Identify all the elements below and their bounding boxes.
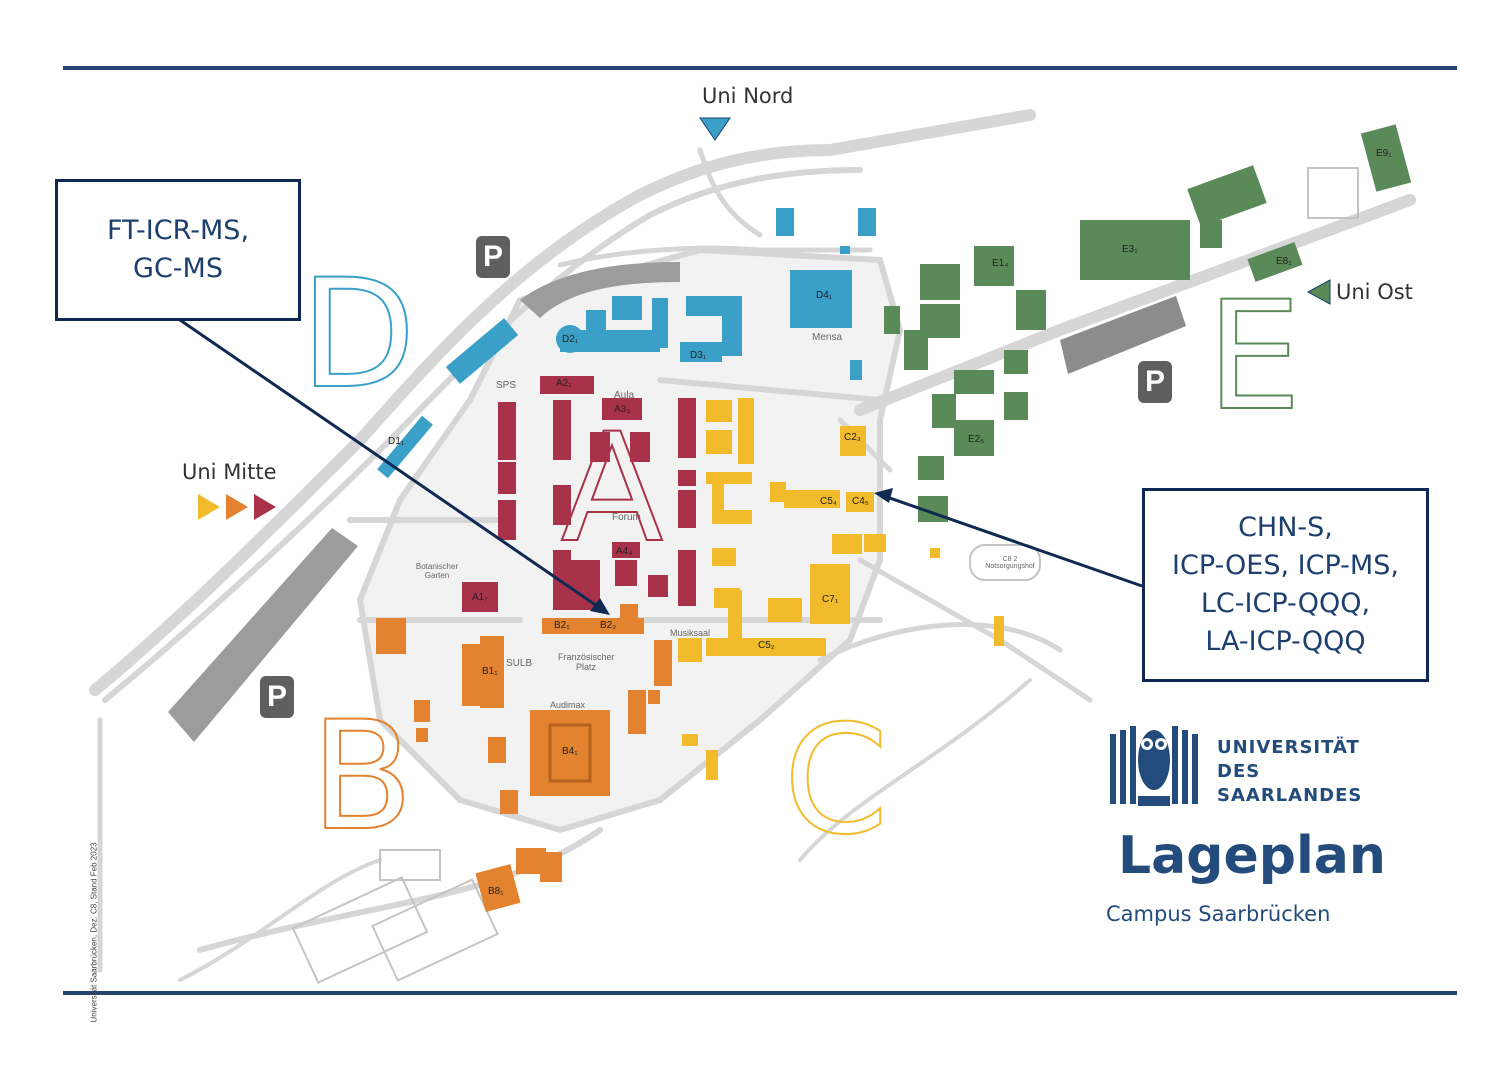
logo-line-saarlandes: SAARLANDES: [1217, 785, 1363, 806]
uni-nord-arrow: [699, 117, 731, 141]
building-label: C7₁: [822, 594, 839, 605]
bottom-rule: [63, 991, 1457, 995]
uni-ost-label: Uni Ost: [1336, 280, 1413, 304]
audimax-inner: [548, 723, 592, 783]
place-audimax: Audimax: [550, 700, 586, 710]
right-callout-pointer: [883, 494, 1143, 588]
callout-right-line: CHN-S,: [1238, 512, 1333, 543]
building-label: E2₅: [968, 434, 985, 445]
zone-a-letter: A: [561, 402, 664, 576]
uni-mitte-arrow-orange: [226, 494, 248, 520]
logo-line-des: DES: [1217, 761, 1261, 782]
place-sulb: SULB: [506, 658, 533, 669]
building-label: E3₁: [1122, 244, 1138, 255]
zone-c-letter: C: [784, 694, 889, 868]
uni-nord-label: Uni Nord: [702, 84, 794, 108]
building-label: B2₂: [600, 620, 617, 631]
zone-a-buildings: [462, 376, 696, 612]
place-botanischer-garten: Botanischer Garten: [415, 562, 459, 580]
place-forum: Forum: [612, 512, 641, 523]
uni-mitte-arrow-red: [254, 494, 276, 520]
right-callout-arrowhead: [874, 488, 893, 503]
callout-right: CHN-S, ICP-OES, ICP-MS, LC-ICP-QQQ, LA-I…: [1142, 488, 1429, 682]
building-label: D3₁: [690, 350, 707, 361]
building-label: A4₄: [616, 546, 633, 557]
zone-b-letter: B: [311, 690, 414, 864]
place-c82: C8 2 Notsorgungshof: [985, 556, 1035, 570]
building-label: E1₄: [992, 258, 1009, 269]
place-sps: SPS: [496, 380, 517, 391]
place-musiksaal: Musiksaal: [670, 628, 711, 638]
parking-strip-east: [1060, 296, 1186, 374]
building-label: B1₁: [482, 666, 498, 677]
parking-strip-north: [520, 262, 680, 318]
building-label: A2₁: [556, 378, 572, 389]
uni-mitte-label: Uni Mitte: [182, 460, 277, 484]
zone-b-buildings: [376, 604, 672, 912]
place-franzoesischer-platz: Französischer Platz: [558, 652, 615, 672]
d2-circle: [556, 325, 584, 353]
zone-e-buildings: [884, 124, 1412, 522]
zone-c-buildings: [678, 398, 1004, 780]
building-label: A3₃: [614, 404, 631, 415]
building-label: B8₁: [488, 886, 504, 897]
callout-right-line: ICP-OES, ICP-MS,: [1172, 550, 1399, 581]
left-callout-arrowhead: [590, 598, 610, 615]
place-mensa: Mensa: [812, 332, 843, 343]
top-rule: [63, 66, 1457, 70]
callout-right-line: LA-ICP-QQQ: [1205, 626, 1366, 657]
building-label: E8₁: [1276, 256, 1292, 267]
footnote: Universität Saarbrücken, Dez. C8, Stand …: [89, 842, 99, 1023]
building-label: C4₅: [852, 496, 869, 507]
building-label: B4₁: [562, 746, 578, 757]
uni-mitte-arrow-yellow: [198, 494, 220, 520]
map-subtitle: Campus Saarbrücken: [1106, 902, 1331, 926]
building-label: D4₁: [816, 290, 833, 301]
building-label: E9₁: [1376, 148, 1392, 159]
building-label: D2₁: [562, 334, 579, 345]
left-callout-pointer: [179, 318, 601, 610]
zone-d-buildings: [377, 208, 876, 479]
callout-right-line: LC-ICP-QQQ,: [1200, 588, 1371, 619]
building-label: D1₁: [388, 436, 405, 447]
logo-line-universitaet: UNIVERSITÄT: [1217, 737, 1360, 758]
owl-logo-icon: [1110, 726, 1198, 806]
building-label: C2₃: [844, 432, 861, 443]
zone-e-letter: E: [1207, 270, 1302, 444]
place-aula: Aula: [614, 390, 635, 401]
callout-left-line: FT-ICR-MS,: [106, 215, 250, 246]
building-label: B2₁: [554, 620, 570, 631]
parking-sign-d: P: [476, 236, 510, 278]
zone-d-letter: D: [300, 248, 416, 422]
callout-left-line: GC-MS: [133, 253, 223, 284]
building-label: C5₂: [758, 640, 775, 651]
parking-sign-b: P: [260, 676, 294, 718]
callout-left: FT-ICR-MS, GC-MS: [55, 179, 301, 321]
building-label: A1₇: [472, 592, 488, 603]
building-label: C5₄: [820, 496, 837, 507]
uni-ost-arrow: [1306, 279, 1331, 305]
parking-sign-e: P: [1138, 361, 1172, 403]
parking-strip-west: [168, 528, 358, 742]
map-title: Lageplan: [1118, 826, 1386, 886]
